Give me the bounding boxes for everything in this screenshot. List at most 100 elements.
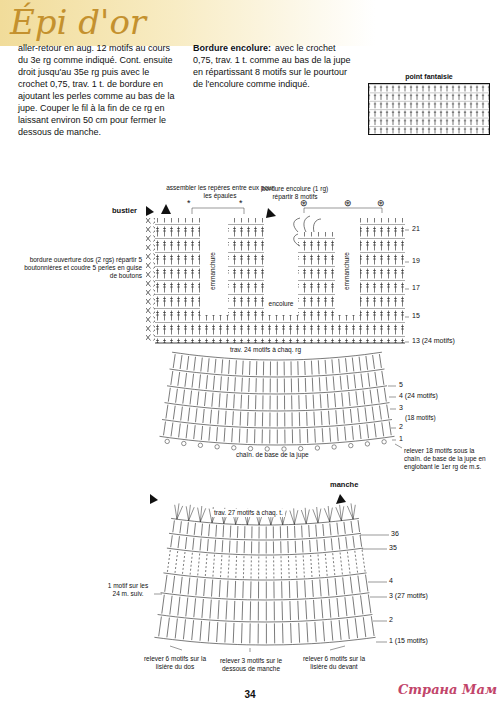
stitch-stroke <box>262 412 263 426</box>
stitch-stroke <box>333 553 335 575</box>
stitch-stroke <box>248 446 252 450</box>
stitch-stroke <box>185 373 187 387</box>
stitch-stroke <box>178 372 180 386</box>
stitch-stroke <box>173 520 175 532</box>
stitch-stroke <box>173 406 175 420</box>
stitch-stroke <box>360 425 362 439</box>
row-number: 35 <box>389 544 397 552</box>
stitch-stroke <box>289 601 291 620</box>
stitch-stroke <box>232 446 236 450</box>
row-number: 17 <box>412 284 420 292</box>
stitch-stroke <box>358 408 360 422</box>
stitch-stroke <box>273 526 274 538</box>
stitch-stroke <box>233 623 235 643</box>
stitch-stroke <box>343 410 344 424</box>
note: trav. 24 motifs à chaq. rg <box>228 346 303 354</box>
stitch-stroke <box>194 357 196 371</box>
stitch-stroke <box>258 602 259 621</box>
stitch-stroke <box>284 396 285 410</box>
stitch-stroke <box>360 535 362 547</box>
stitch-stroke <box>234 377 236 391</box>
stitch-stroke <box>224 428 226 442</box>
row-number: 15 <box>412 312 420 320</box>
stitch-stroke <box>331 538 332 550</box>
stitch-stroke <box>213 555 215 577</box>
stitch-stroke <box>173 354 175 368</box>
body-text: avec le crochet 0,75, trav. 1 t. comme a… <box>193 42 353 90</box>
stitch-stroke <box>274 601 275 620</box>
stitch-stroke <box>254 429 255 443</box>
stitch-stroke <box>192 374 194 388</box>
stitch-stroke <box>273 581 274 598</box>
stitch-stroke <box>233 394 235 408</box>
stitch-stroke <box>301 508 309 524</box>
stitch-stroke <box>325 554 327 576</box>
stitch-stroke <box>370 390 372 404</box>
stitch-stroke <box>280 526 281 538</box>
stitch-stroke <box>287 526 288 538</box>
stitch-stroke <box>220 376 221 390</box>
stitch-stroke <box>210 410 211 424</box>
stitch-stroke <box>194 598 196 617</box>
stitch-stroke <box>313 412 315 426</box>
stitch-stroke <box>176 389 178 403</box>
stitch-stroke <box>372 407 374 421</box>
stitch-stroke <box>266 527 267 539</box>
row-number: 4 <box>389 577 393 585</box>
stitch-stroke <box>288 556 290 578</box>
stitch-stroke <box>314 600 315 619</box>
stitch-stroke <box>186 505 194 521</box>
stitch-stroke <box>318 360 320 374</box>
note: relever 3 motifs sur le dessous de manch… <box>214 657 288 673</box>
stitch-stroke <box>269 430 270 444</box>
stitch-stroke <box>204 579 205 596</box>
stitch-stroke <box>320 579 321 596</box>
stitch-stroke <box>353 536 355 548</box>
stitch-stroke <box>194 425 196 439</box>
stitch-stroke <box>180 355 182 369</box>
stitch-stroke <box>346 358 347 372</box>
watermark: Страна Мам <box>398 684 497 696</box>
stitch-stroke <box>363 391 365 405</box>
stitch-stroke <box>324 539 325 551</box>
stitch-stroke <box>181 407 183 421</box>
stitch-stroke <box>307 429 309 443</box>
stitch-stroke <box>291 361 292 375</box>
stitch-stroke <box>292 429 293 443</box>
note: assembler les repères entre eux pour les… <box>165 184 275 200</box>
stitch-stroke <box>266 557 267 579</box>
stitch-stroke <box>274 623 275 643</box>
stitch-stroke <box>235 360 237 374</box>
stitch-stroke <box>203 409 204 423</box>
stitch-stroke <box>298 395 299 409</box>
stitch-stroke <box>350 577 352 594</box>
stitch-stroke <box>200 539 201 551</box>
stitch-stroke <box>294 526 296 538</box>
stitch-stroke <box>299 412 300 426</box>
stitch-stroke <box>367 424 369 438</box>
stitch-stroke <box>297 601 299 620</box>
stitch-stroke <box>339 620 341 640</box>
note: relever 6 motifs sur la lisière du dos <box>140 655 210 671</box>
stitch-stroke <box>305 395 307 409</box>
stitch-stroke <box>291 395 292 409</box>
stitch-stroke <box>389 421 391 435</box>
stitch-stroke <box>339 538 340 550</box>
stitch-stroke <box>242 361 244 375</box>
stitch-stroke <box>205 554 207 576</box>
stitch-stroke <box>320 394 322 408</box>
stitch-stroke <box>169 533 361 540</box>
stitch-stroke <box>340 553 342 575</box>
stitch-stroke <box>201 524 202 536</box>
part-name: manche <box>330 480 358 489</box>
stitch-stroke <box>282 447 286 451</box>
stitch-stroke <box>270 396 271 410</box>
note: trav. 27 motifs à chaq. t. <box>212 509 285 517</box>
stitch-stroke <box>178 597 180 616</box>
stitch-stroke <box>205 392 206 406</box>
body-text: aller-retour en aug. 12 motifs au cours … <box>18 42 178 138</box>
stitch-stroke <box>324 506 332 522</box>
stitch-stroke <box>305 378 307 392</box>
stitch-stroke <box>382 371 384 385</box>
stitch-stroke <box>371 616 374 636</box>
